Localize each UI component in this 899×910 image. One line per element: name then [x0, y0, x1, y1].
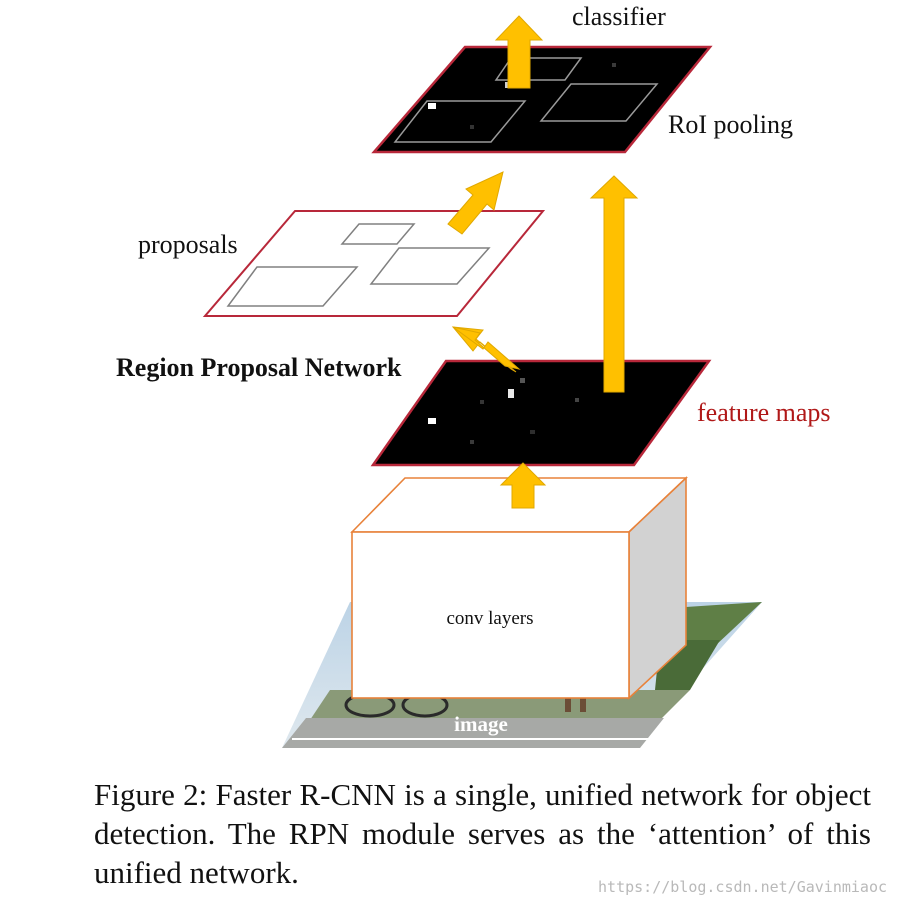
roi-pooling-plane: [371, 45, 713, 154]
feature-maps-plane: [370, 359, 712, 467]
faster-rcnn-diagram: image conv layers: [116, 2, 831, 748]
proposals-plane: [202, 210, 546, 317]
arrow-feature-maps-to-roi: [589, 175, 639, 393]
rpn-label: Region Proposal Network: [116, 353, 402, 382]
feature-maps-label: feature maps: [697, 398, 831, 427]
figure-caption: Figure 2: Faster R-CNN is a single, unif…: [94, 777, 871, 890]
arrow-conv-to-feature-maps: [499, 462, 547, 509]
conv-layers-label: conv layers: [446, 608, 533, 629]
conv-layers-box: conv layers: [350, 476, 689, 700]
image-label: image: [454, 712, 508, 736]
roi-pooling-label: RoI pooling: [668, 110, 793, 139]
classifier-label: classifier: [572, 2, 666, 31]
arrow-proposals-to-roi: [447, 171, 504, 235]
watermark: https://blog.csdn.net/Gavinmiaoc: [598, 878, 887, 896]
proposals-label: proposals: [138, 230, 238, 259]
arrow-roi-to-classifier: [494, 15, 544, 89]
arrow-feature-maps-to-rpn: [451, 326, 521, 373]
